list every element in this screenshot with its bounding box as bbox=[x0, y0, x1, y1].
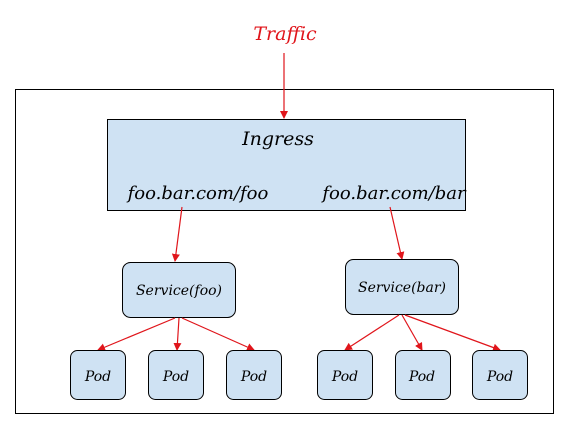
pod-label-4: Pod bbox=[331, 369, 358, 385]
pod-label-2: Pod bbox=[162, 369, 189, 385]
svc-bar-to-pod-6-arrow bbox=[404, 314, 501, 352]
pod-box-6: Pod bbox=[472, 350, 528, 400]
svc-foo-to-pod-1-arrow bbox=[97, 317, 176, 352]
pod-box-3: Pod bbox=[226, 350, 282, 400]
service-bar-box: Service(bar) bbox=[345, 259, 459, 315]
ingress-box: Ingress foo.bar.com/foo foo.bar.com/bar bbox=[107, 119, 467, 211]
ingress-route-foo: foo.bar.com/foo bbox=[126, 183, 269, 204]
route-bar-arrow bbox=[389, 206, 405, 260]
pod-label-6: Pod bbox=[486, 369, 513, 385]
svc-bar-to-pod-4-arrow bbox=[344, 314, 400, 351]
pod-box-1: Pod bbox=[70, 350, 126, 400]
pod-box-4: Pod bbox=[317, 350, 373, 400]
pod-label-1: Pod bbox=[84, 369, 111, 385]
traffic-label: Traffic bbox=[253, 23, 317, 45]
route-foo-arrow bbox=[171, 206, 183, 262]
service-foo-label: Service(foo) bbox=[136, 283, 222, 299]
ingress-title: Ingress bbox=[241, 128, 314, 150]
pod-label-3: Pod bbox=[240, 369, 267, 385]
pod-label-5: Pod bbox=[408, 369, 435, 385]
pod-box-2: Pod bbox=[148, 350, 204, 400]
svc-bar-to-pod-5-arrow bbox=[401, 314, 423, 351]
ingress-route-bar: foo.bar.com/bar bbox=[320, 183, 467, 204]
service-foo-box: Service(foo) bbox=[122, 262, 236, 318]
pod-box-5: Pod bbox=[395, 350, 451, 400]
service-bar-label: Service(bar) bbox=[358, 280, 446, 296]
svc-foo-to-pod-3-arrow bbox=[181, 317, 255, 351]
svc-foo-to-pod-2-arrow bbox=[173, 317, 182, 351]
